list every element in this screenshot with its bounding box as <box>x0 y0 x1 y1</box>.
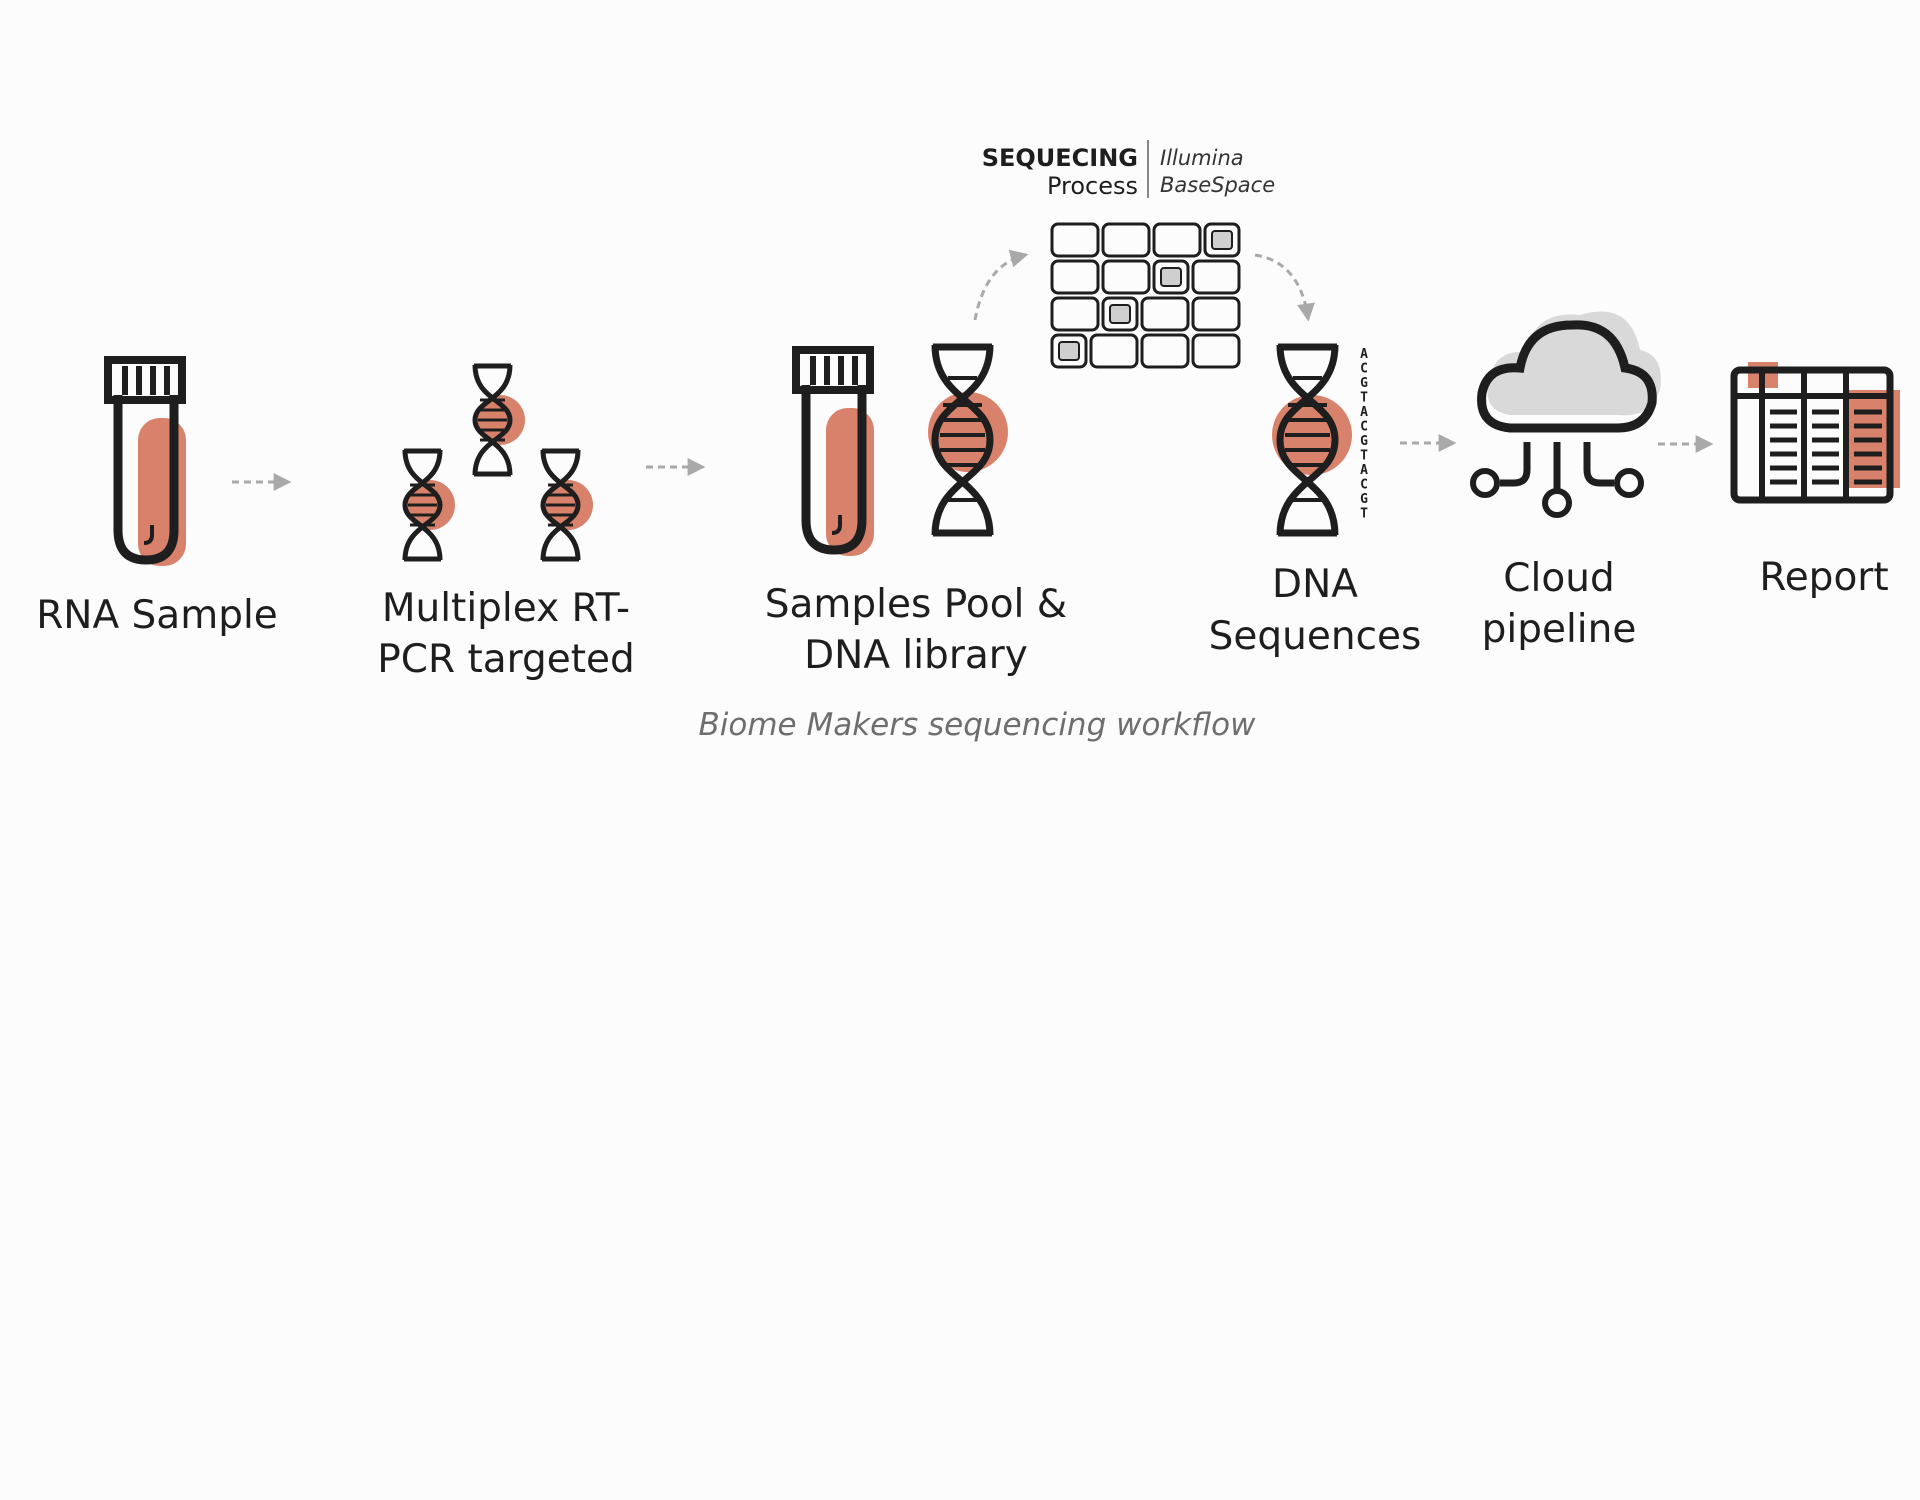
dna-strands-icon <box>402 363 593 562</box>
flow-arrows <box>232 249 1714 491</box>
test-tube-icon <box>792 346 874 556</box>
step-label-pool-line2: DNA library <box>804 633 1028 678</box>
dna-base-letter: A <box>1360 463 1368 478</box>
dna-base-letter: C <box>1360 420 1368 435</box>
cloud-pipeline-icon <box>1470 311 1661 518</box>
dna-small-left <box>402 448 455 562</box>
step-label-cloud-line2: pipeline <box>1482 607 1637 652</box>
step-label-dna-line2: Sequences <box>1209 614 1422 659</box>
dna-base-letter: C <box>1360 362 1368 377</box>
dna-icon <box>928 343 1008 537</box>
dna-base-letter: A <box>1360 405 1368 420</box>
platform-service: BaseSpace <box>1160 173 1275 197</box>
step-label-multiplex-line1: Multiplex RT- <box>382 586 630 631</box>
platform-name: Illumina <box>1160 146 1244 170</box>
step-label-report: Report <box>1759 555 1888 600</box>
dna-base-letter: G <box>1360 434 1368 449</box>
dna-small-top <box>472 363 525 477</box>
dna-base-letter: T <box>1360 391 1368 406</box>
dna-base-letter: A <box>1360 347 1368 362</box>
report-table-icon <box>1730 362 1900 504</box>
arrow-curve-up <box>973 249 1029 321</box>
step-label-pool-line1: Samples Pool & <box>765 582 1067 627</box>
step-label-dna-line1: DNA <box>1272 562 1358 607</box>
dna-base-letter: G <box>1360 376 1368 391</box>
arrow-curve-down <box>1254 253 1315 322</box>
dna-base-letter: T <box>1360 449 1368 464</box>
sequencing-header: SEQUECING Process Illumina BaseSpace <box>982 140 1275 200</box>
tube-and-dna-icon <box>792 343 1008 556</box>
figure-caption: Biome Makers sequencing workflow <box>699 707 1257 743</box>
step-label-cloud-line1: Cloud <box>1503 556 1614 601</box>
dna-base-letter: C <box>1360 478 1368 493</box>
test-tube-icon <box>104 356 186 566</box>
sequencing-process-label: Process <box>1047 172 1138 200</box>
dna-small-right <box>540 448 593 562</box>
step-label-rna-sample: RNA Sample <box>36 593 278 638</box>
sequencing-title: SEQUECING <box>982 144 1138 172</box>
sequencing-grid-icon <box>1050 222 1241 369</box>
step-label-multiplex-line2: PCR targeted <box>377 637 635 682</box>
dna-base-letter: T <box>1360 507 1368 522</box>
dna-base-letter: G <box>1360 492 1368 507</box>
step-labels: RNA Sample Multiplex RT- PCR targeted Sa… <box>36 555 1888 682</box>
